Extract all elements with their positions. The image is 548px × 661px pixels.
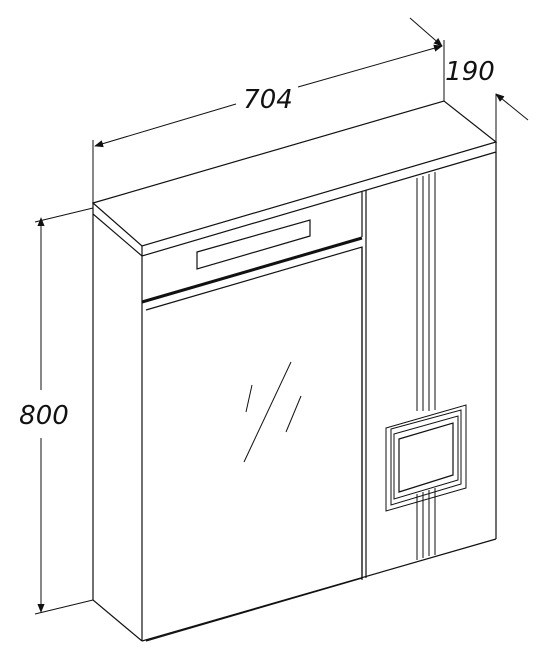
mirror-glare-2 — [243, 361, 292, 463]
ornament-frame-3 — [393, 415, 459, 500]
height-label: 800 — [19, 401, 69, 431]
depth-label: 190 — [445, 57, 495, 87]
mirror-door — [145, 246, 363, 642]
width-dim-line-left — [94, 103, 237, 148]
cabinet — [91, 100, 498, 642]
depth-dimension: 190 — [409, 17, 529, 142]
width-dimension: 704 — [92, 40, 445, 203]
cabinet-left-side — [92, 214, 143, 642]
height-extension-top — [34, 207, 94, 223]
ornament-frame-outer — [385, 404, 467, 512]
height-dimension: 800 — [19, 207, 94, 615]
mirror-glare-1 — [245, 384, 253, 413]
mirror-glare-3 — [285, 395, 302, 433]
light-strip — [196, 219, 311, 270]
column-ornament — [385, 172, 467, 560]
height-extension-bottom — [34, 599, 94, 615]
depth-arrow-bottom — [495, 93, 529, 121]
width-label: 704 — [243, 85, 293, 115]
light-panel-bottom-edge — [141, 236, 363, 304]
cabinet-top-edge — [92, 142, 497, 257]
ornament-frame-2 — [390, 409, 462, 506]
depth-arrow-top — [409, 17, 443, 47]
width-dim-line-right — [297, 44, 443, 88]
ornament-frame-inner — [398, 422, 454, 493]
